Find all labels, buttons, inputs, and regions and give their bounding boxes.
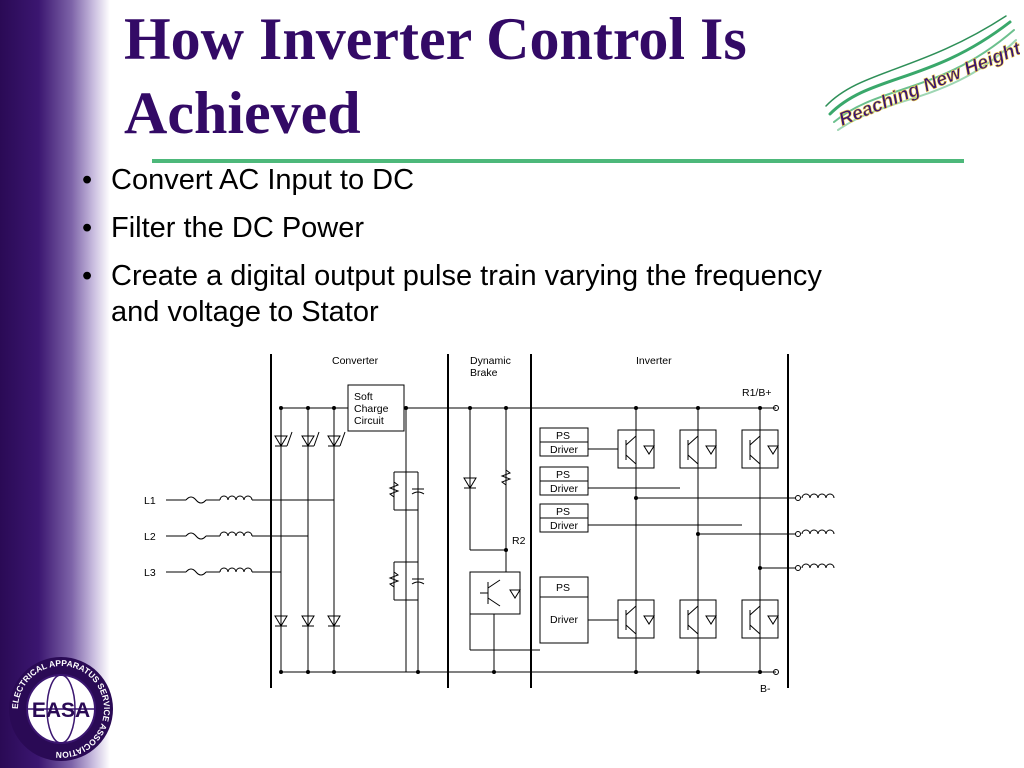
- input-l2-label: L2: [144, 531, 156, 543]
- driver-label: Driver: [550, 444, 579, 456]
- soft-charge-label: Circuit: [354, 415, 384, 427]
- title-divider: [152, 159, 964, 163]
- driver-label: Driver: [550, 483, 579, 495]
- bullet-text: Convert AC Input to DC: [111, 164, 415, 196]
- driver-label: Driver: [550, 614, 579, 626]
- input-l3-label: L3: [144, 567, 156, 579]
- soft-charge-label: Soft: [354, 391, 373, 403]
- section-brake-label: Brake: [470, 367, 498, 379]
- inverter-circuit-diagram: Converter Dynamic Brake Inverter Soft Ch…: [144, 354, 836, 695]
- soft-charge-label: Charge: [354, 403, 389, 415]
- bullet-text: Create a digital output pulse train vary…: [111, 260, 822, 328]
- sidebar-gradient: [0, 0, 110, 768]
- ps-label: PS: [556, 582, 570, 594]
- reaching-new-heights-logo: Reaching New Heights: [825, 15, 1020, 131]
- ps-label: PS: [556, 430, 570, 442]
- bus-positive-label: R1/B+: [742, 387, 771, 399]
- bullet-item: •Create a digital output pulse train var…: [82, 260, 822, 328]
- section-brake-label: Dynamic: [470, 355, 511, 367]
- driver-label: Driver: [550, 520, 579, 532]
- input-l1-label: L1: [144, 495, 156, 507]
- ps-label: PS: [556, 469, 570, 481]
- bullet-item: •Convert AC Input to DC: [82, 164, 415, 196]
- r2-label: R2: [512, 535, 526, 547]
- section-inverter-label: Inverter: [636, 355, 672, 367]
- easa-abbr-text: EASA: [32, 699, 90, 722]
- bus-negative-label: B-: [760, 683, 771, 695]
- bullet-text: Filter the DC Power: [111, 212, 365, 244]
- section-converter-label: Converter: [332, 355, 379, 367]
- slide-title: How Inverter Control Is Achieved: [124, 6, 747, 146]
- easa-logo: EASA ELECTRICAL APPARATUS SERVICE ASSOCI…: [9, 657, 113, 761]
- bullet-list: •Convert AC Input to DC •Filter the DC P…: [78, 162, 838, 342]
- bullet-item: •Filter the DC Power: [82, 212, 365, 244]
- ps-label: PS: [556, 506, 570, 518]
- reaching-logo-text: Reaching New Heights: [836, 34, 1020, 130]
